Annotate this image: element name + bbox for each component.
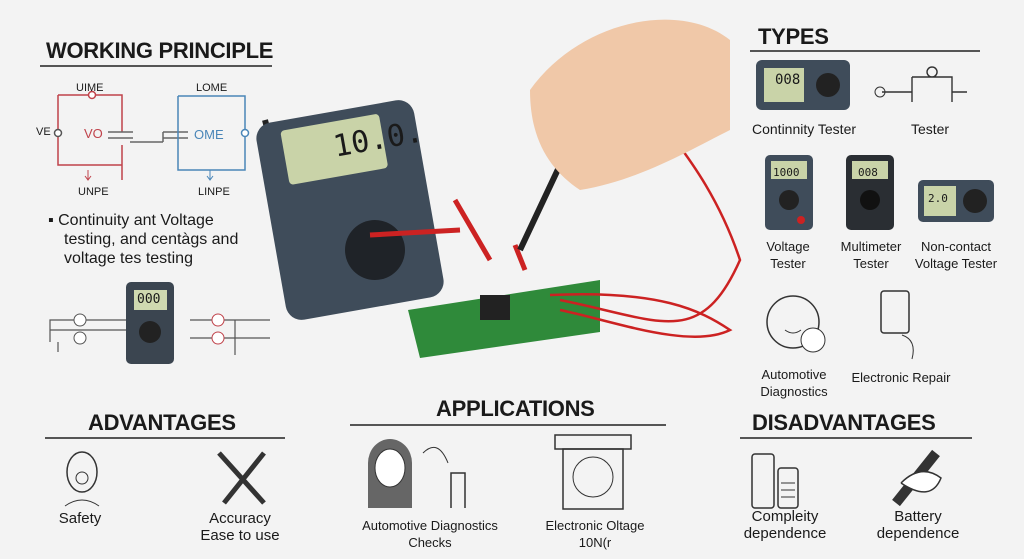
circuit-label: LINPE (198, 186, 230, 198)
tester-display: 2.0 (928, 192, 948, 205)
advantage-label-accuracy: Accuracy Ease to use (200, 510, 280, 544)
type-label-continuity-tester: Continnity Tester (752, 121, 857, 137)
application-label-electronic: Electronic Oltage 10N(r (545, 518, 645, 550)
applications-title: APPLICATIONS (436, 396, 595, 421)
circuit-label: LOME (196, 82, 228, 94)
tools-icon (217, 451, 266, 505)
circuit-label: VO (84, 126, 103, 141)
non-contact-tester-icon (918, 180, 994, 222)
circuit-label: UIME (76, 82, 104, 94)
safety-face-icon (64, 451, 100, 507)
person-icon (368, 439, 466, 508)
tester-display: 1000 (773, 166, 800, 179)
type-label-non-contact-tester: Non-contact Voltage Tester (914, 239, 998, 271)
type-label-voltage-tester: Voltage Tester (766, 239, 810, 271)
multimeter-illustration (256, 19, 742, 358)
continuity-tester-icon (756, 60, 850, 110)
working-principle-title: WORKING PRINCIPLE (46, 38, 274, 63)
type-label-multimeter-tester: Multimeter Tester (840, 239, 902, 271)
meter-circuit-diagram (49, 282, 270, 364)
multimeter-tester-icon (846, 155, 894, 230)
advantage-label-safety: Safety (58, 510, 102, 527)
application-label-automotive: Automotive Diagnostics Checks (362, 518, 498, 550)
advantages-title: ADVANTAGES (88, 410, 236, 435)
divider (45, 437, 285, 439)
type-label-tester: Tester (910, 121, 950, 137)
divider (740, 437, 972, 439)
automotive-diagnostics-icon (766, 295, 826, 353)
battery-icon (892, 449, 942, 507)
tester-display: 008 (775, 72, 801, 88)
divider (350, 424, 666, 426)
circuit-diagram (53, 90, 250, 181)
voltage-tester-icon (765, 155, 813, 230)
electronic-device-icon (554, 434, 632, 510)
working-principle-bullet: ▪ Continuity ant Voltage testing, and ce… (48, 212, 239, 267)
tester-display: 008 (858, 166, 878, 179)
electronic-repair-icon (880, 290, 914, 360)
types-title: TYPES (758, 24, 829, 49)
disadvantage-label-complexity: Compleity dependence (743, 508, 827, 542)
tester-schematic-icon (874, 66, 967, 102)
battery-levels-icon (751, 453, 799, 509)
disadvantage-label-battery: Battery dependence (876, 508, 960, 542)
small-meter-display: 000 (137, 292, 161, 307)
disadvantages-title: DISADVANTAGES (752, 410, 936, 435)
type-label-automotive-diagnostics: Automotive Diagnostics (760, 367, 828, 399)
circuit-label: OME (194, 127, 224, 142)
divider (750, 50, 980, 52)
type-label-electronic-repair: Electronic Repair (851, 370, 951, 385)
divider (40, 65, 272, 67)
circuit-label: UNPE (78, 186, 109, 198)
circuit-label: VE (36, 126, 51, 138)
